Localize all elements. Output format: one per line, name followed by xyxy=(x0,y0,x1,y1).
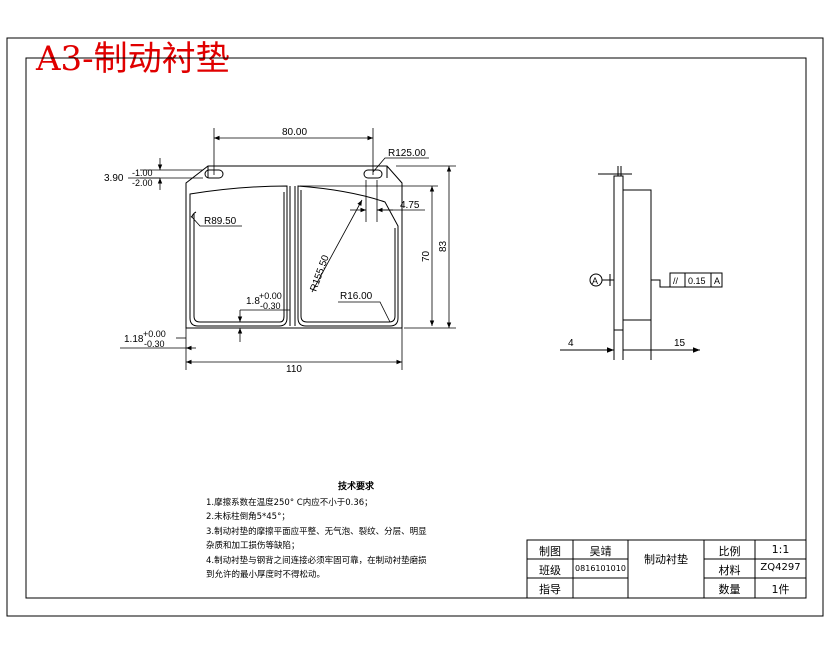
dim-slot-lower: -2.00 xyxy=(132,178,153,188)
friction-pad-left xyxy=(189,185,288,327)
tb-material-label: 材料 xyxy=(718,564,741,577)
side-view xyxy=(560,166,723,360)
inner-frame xyxy=(25,57,807,599)
friction-pad-right xyxy=(297,185,399,327)
dim-lining-thickness: 15 xyxy=(674,338,686,349)
tb-scale-label: 比例 xyxy=(718,545,741,558)
dim-inner-radius: R89.50 xyxy=(204,216,237,227)
tech-requirements-title: 技术要求 xyxy=(337,482,374,492)
tolerance-frame xyxy=(669,272,723,288)
tb-class-value: 0816101010 xyxy=(575,564,626,573)
datum-label: A xyxy=(592,276,598,286)
dim-overall-width: 80.00 xyxy=(282,127,307,138)
tech-item: 杂质和加工损伤等缺陷； xyxy=(206,541,300,551)
dim-groove-tol-lower: -0.30 xyxy=(260,301,281,311)
dim-slot-nominal: 3.90 xyxy=(104,173,124,184)
side-friction-layer xyxy=(622,189,652,321)
tech-item: 到允许的最小厚度时不得松动。 xyxy=(206,570,326,580)
front-dimensions xyxy=(120,128,456,370)
dim-edge-tol-upper: +0.00 xyxy=(143,329,166,339)
dim-groove-depth: 1.8 xyxy=(246,296,260,307)
page-title: A3-制动衬垫 xyxy=(36,39,230,79)
dim-edge-tol-lower: -0.30 xyxy=(144,339,165,349)
dim-total-height: 83 xyxy=(438,240,449,252)
dim-outer-radius: R125.00 xyxy=(388,148,426,159)
dim-corner-radius: R16.00 xyxy=(340,291,373,302)
parallel-tolerance: 0.15 xyxy=(688,276,706,286)
side-back-plate xyxy=(613,175,624,331)
parallel-datum: A xyxy=(714,276,720,286)
outer-frame xyxy=(6,37,824,617)
tb-quantity-value: 1件 xyxy=(771,583,790,596)
tb-scale-value: 1:1 xyxy=(771,543,790,556)
tb-guide-label: 指导 xyxy=(539,583,561,596)
tb-quantity-label: 数量 xyxy=(718,583,741,596)
tb-drawn-label: 制图 xyxy=(539,545,561,558)
dim-groove-tol-upper: +0.00 xyxy=(259,291,282,301)
tech-requirements: 技术要求 1.摩擦系数在温度250° C内应不小于0.36； 2.未标柱倒角5*… xyxy=(206,480,506,583)
dim-base-width: 110 xyxy=(286,364,302,375)
front-view xyxy=(185,165,403,329)
title-block xyxy=(526,539,807,599)
dim-slot-upper: -1.00 xyxy=(132,168,153,178)
tb-material-value: ZQ4297 xyxy=(760,562,801,573)
tech-item: 4.制动衬垫与钢背之间连接必须牢固可靠，在制动衬垫磨损 xyxy=(206,555,427,566)
dim-arc-radius: R155.50 xyxy=(308,253,331,293)
tech-item: 2.未标柱倒角5*45°； xyxy=(206,512,290,522)
tech-item: 3.制动衬垫的摩擦平面应平整、无气泡、裂纹、分层、明显 xyxy=(206,526,427,537)
dim-lining-height: 70 xyxy=(421,250,432,262)
dim-edge-offset: 4.75 xyxy=(400,200,420,211)
tech-item: 1.摩擦系数在温度250° C内应不小于0.36； xyxy=(206,497,373,508)
dim-plate-thickness: 4 xyxy=(568,338,574,349)
tb-class-label: 班级 xyxy=(539,564,561,577)
dim-edge-depth: 1.18 xyxy=(124,334,144,345)
parallel-symbol: // xyxy=(673,276,679,286)
tb-part-name: 制动衬垫 xyxy=(644,553,688,566)
tb-drawn-name: 吴靖 xyxy=(589,545,612,558)
